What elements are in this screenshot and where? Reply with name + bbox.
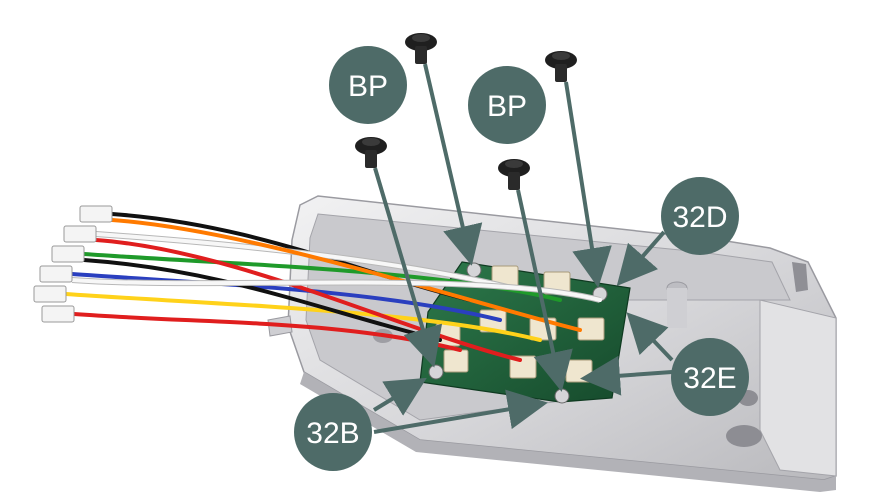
arrow-icon xyxy=(580,355,673,396)
arrow-icon xyxy=(373,389,548,434)
screw-icon xyxy=(545,51,577,82)
callout-bp-right: BP xyxy=(468,66,546,144)
wire xyxy=(94,238,522,362)
arrow-icon xyxy=(616,230,666,287)
arrow-icon xyxy=(373,167,443,368)
wire xyxy=(70,278,602,302)
arrow-icon xyxy=(372,377,427,416)
screws xyxy=(355,33,577,190)
callout-32b: 32B xyxy=(294,393,372,471)
arrow-icon xyxy=(626,312,674,362)
arrow-icon xyxy=(564,81,612,288)
callout-label: BP xyxy=(348,70,388,103)
wire xyxy=(94,232,522,292)
callout-label: 32E xyxy=(683,362,736,395)
arrow-icon xyxy=(516,189,573,392)
callout-label: BP xyxy=(487,90,527,123)
callout-label: 32B xyxy=(306,417,359,450)
callout-32d: 32D xyxy=(661,177,739,255)
wire xyxy=(110,218,582,332)
callout-label: 32D xyxy=(672,201,727,234)
callout-bp-left: BP xyxy=(329,46,407,124)
arrows xyxy=(372,63,674,434)
screw-icon xyxy=(405,33,437,64)
wire-connectors xyxy=(33,205,113,323)
wire xyxy=(82,258,442,342)
wire xyxy=(64,292,542,342)
screw-icon xyxy=(498,159,530,190)
arrow-icon xyxy=(423,63,483,266)
mount-hole-bottom xyxy=(726,425,762,447)
screw-icon xyxy=(355,137,387,168)
callout-32e: 32E xyxy=(671,338,749,416)
wire xyxy=(70,272,502,322)
